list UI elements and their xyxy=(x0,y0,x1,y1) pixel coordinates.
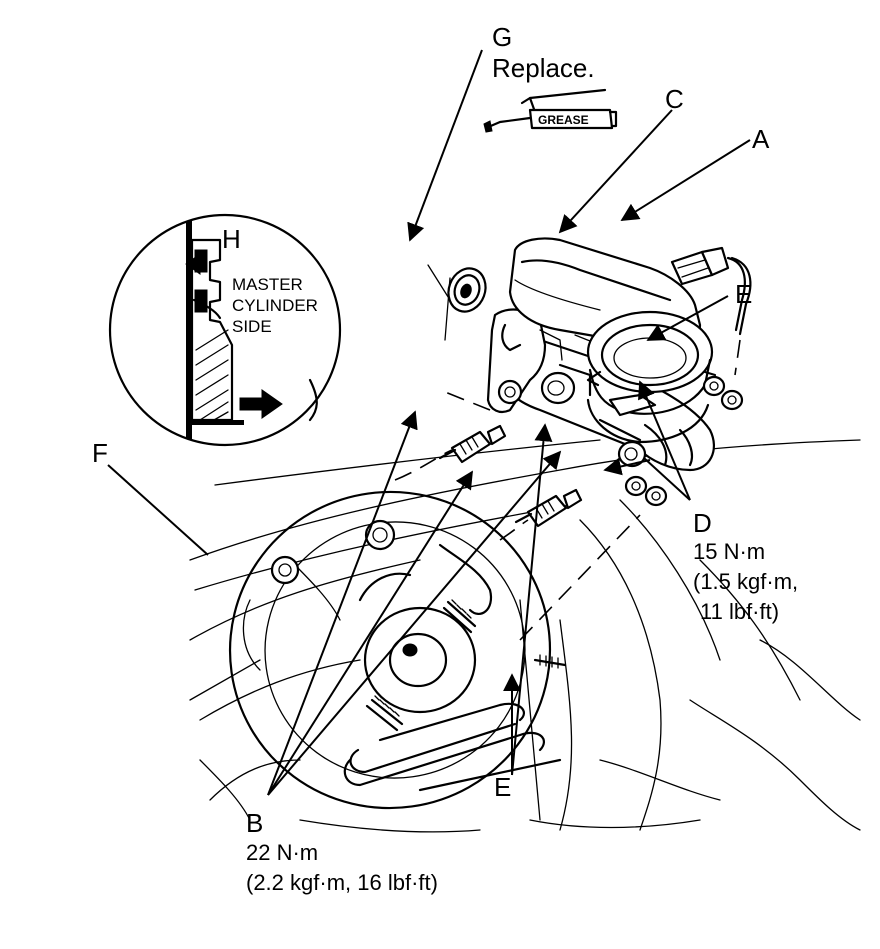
booster-bolt-left-lower xyxy=(270,555,300,585)
inset-text-line2: CYLINDER xyxy=(232,296,318,315)
callouts: G Replace. C A E F D 15 N·m (1.5 kgf·m, … xyxy=(92,22,798,895)
inset-text-line1: MASTER xyxy=(232,275,303,294)
inset-direction-arrow xyxy=(239,389,283,419)
leader-d-1 xyxy=(638,380,691,501)
mounting-nut-lower-2 xyxy=(644,485,668,507)
label-g: G xyxy=(492,22,512,52)
leader-f xyxy=(107,464,209,556)
leader-g xyxy=(407,49,483,242)
booster-stud-right xyxy=(442,599,477,634)
leader-d-3 xyxy=(603,457,651,476)
cylinder-port-rear xyxy=(617,440,647,468)
detail-inset: H MASTER CYLINDER SIDE xyxy=(108,213,342,447)
mounting-nut-right-2 xyxy=(720,389,744,411)
leader-c xyxy=(558,109,673,234)
torque-d-line2: (1.5 kgf·m, xyxy=(693,569,798,594)
brake-booster xyxy=(228,490,567,810)
leader-b-2 xyxy=(267,470,473,796)
label-d: D xyxy=(693,508,712,538)
torque-d-line1: 15 N·m xyxy=(693,539,765,564)
inset-hatching xyxy=(195,329,229,421)
note-replace: Replace. xyxy=(492,53,595,83)
leader-b-1 xyxy=(267,410,418,796)
booster-stud-left xyxy=(365,695,404,732)
leader-e-bottom xyxy=(511,423,553,776)
booster-bolt-left xyxy=(364,519,396,551)
torque-b-line1: 22 N·m xyxy=(246,840,318,865)
leader-a xyxy=(620,139,751,221)
label-h: H xyxy=(222,224,241,254)
mounting-nut-lower-1 xyxy=(624,475,648,497)
leader-b-3 xyxy=(267,450,562,796)
grease-label: GREASE xyxy=(538,113,589,127)
inset-text-line3: SIDE xyxy=(232,317,272,336)
leader-d-2 xyxy=(643,457,691,501)
inset-wall-line xyxy=(186,215,192,445)
fluid-level-sensor-connector xyxy=(670,246,752,336)
centerlines xyxy=(394,339,741,641)
label-c: C xyxy=(665,84,684,114)
flare-nut-upper xyxy=(438,424,507,464)
body-background-lines xyxy=(189,439,861,833)
label-b: B xyxy=(246,808,263,838)
reservoir xyxy=(508,237,717,444)
cylinder-port-front xyxy=(540,371,576,405)
label-f: F xyxy=(92,438,108,468)
label-a: A xyxy=(752,124,770,154)
torque-b-line2: (2.2 kgf·m, 16 lbf·ft) xyxy=(246,870,438,895)
torque-d-line3: 11 lbf·ft) xyxy=(700,599,779,624)
leader-e-top xyxy=(646,295,729,341)
leader-lines xyxy=(107,49,751,796)
master-cylinder-body xyxy=(486,308,715,472)
mounting-nut-right-1 xyxy=(702,375,726,397)
label-e-top: E xyxy=(735,279,752,309)
grease-gun-icon: GREASE xyxy=(483,88,618,133)
seal-g xyxy=(427,264,487,341)
label-e-bottom: E xyxy=(494,772,511,802)
